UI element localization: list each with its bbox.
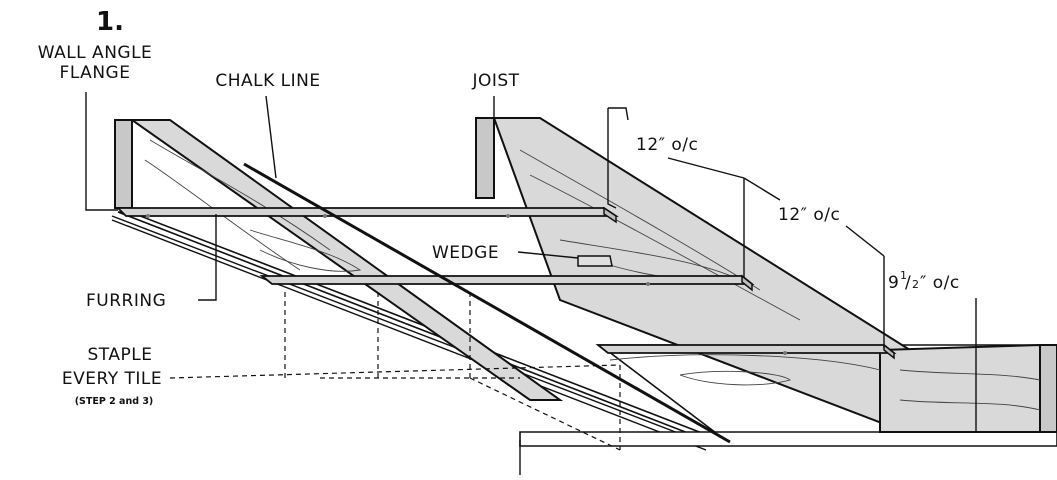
joist-left-grain-1 (149, 139, 331, 251)
leader-chalk-line (265, 95, 277, 179)
end-joist-face (879, 343, 1041, 433)
staple-leader (169, 364, 621, 379)
label-furring: FURRING (86, 291, 166, 311)
step-number: 1. (96, 7, 124, 37)
end-joist-grain-4 (899, 399, 1041, 411)
leader-lines (85, 92, 977, 432)
end-joist-grain-3 (899, 369, 1041, 381)
staple-guides (169, 292, 621, 451)
chalk-line (243, 162, 731, 444)
label-joist: JOIST (471, 71, 519, 91)
leader-wedge (517, 251, 579, 259)
tile-edge-line-2 (111, 219, 707, 451)
furring-strip-3-end (883, 343, 895, 360)
end-joist-grain-1 (609, 354, 881, 371)
joist-left-side (128, 119, 564, 401)
furring-strips (115, 206, 897, 360)
spacing-3-unit: ″ o/c (920, 273, 960, 293)
label-staple: STAPLE (88, 345, 153, 365)
furring-strip-1-end (603, 206, 617, 224)
label-wall-angle: WALL ANGLE (38, 43, 153, 63)
joist-right-grain-3 (529, 174, 801, 321)
leader-spacing-1c (667, 157, 745, 179)
label-chalk-line: CHALK LINE (215, 71, 320, 91)
label-spacing-2: 12″ o/c (778, 205, 840, 225)
furring-strip-2-end (741, 274, 753, 292)
wall-angle-front (519, 431, 1057, 447)
label-staple-note: (STEP 2 and 3) (75, 396, 154, 407)
joist-left-grain-3 (249, 229, 362, 272)
wedge-block (577, 255, 613, 267)
leader-furring (198, 214, 217, 301)
furring-strip-3 (595, 344, 897, 354)
nail-head (323, 214, 327, 218)
leader-wall-angle (85, 92, 118, 211)
furring-strip-1 (115, 207, 619, 217)
label-wedge: WEDGE (432, 243, 499, 263)
nail-head (646, 282, 650, 286)
joist-right-grain-1 (519, 149, 761, 291)
leader-spacing-3 (845, 225, 885, 257)
end-joist-end (1039, 344, 1057, 433)
end-joist-grain-2 (679, 370, 791, 386)
spacing-3-whole: 9 (888, 273, 899, 293)
nail-head (506, 214, 510, 218)
label-every-tile: EVERY TILE (62, 369, 162, 389)
leader-spacing-1b (608, 107, 629, 121)
tile-edge-line-1 (111, 215, 713, 447)
label-flange: FLANGE (60, 63, 131, 83)
spacing-3-numerator: 1 (900, 269, 907, 282)
spacing-3-denominator: 2 (912, 278, 919, 291)
joist-right-end (475, 117, 495, 199)
nail-head (146, 214, 150, 218)
end-joist (609, 343, 1057, 433)
label-spacing-3: 9 1 / 2 ″ o/c (888, 269, 960, 293)
leader-spacing-2 (743, 177, 781, 201)
furring-strip-2 (259, 275, 755, 285)
nail-head (783, 351, 787, 355)
leader-spacing-1 (607, 108, 617, 209)
staple-guide-5 (469, 377, 621, 451)
joist-left-end (114, 119, 133, 209)
spacing-3-slash: / (905, 273, 911, 293)
label-spacing-1: 12″ o/c (636, 135, 698, 155)
